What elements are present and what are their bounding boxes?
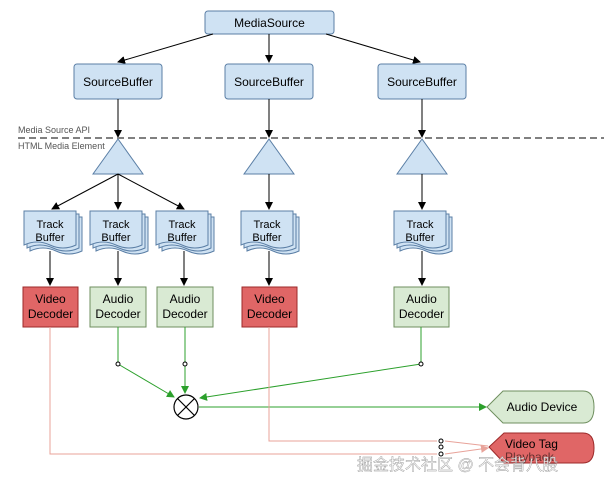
audio-switch-points — [115, 361, 424, 367]
decoder-2-line1: Audio — [103, 292, 134, 306]
track-buffer-2: Track Buffer — [89, 210, 149, 255]
source-buffer-2-label: SourceBuffer — [234, 75, 304, 89]
video-tag-node: Video Tag Playback — [488, 432, 595, 464]
track-buffer-3: Track Buffer — [155, 210, 215, 255]
decoder-4-line1: Video — [254, 292, 285, 306]
track-buffer-1-line1: Track — [36, 219, 64, 231]
decoder-4: Video Decoder — [241, 286, 298, 328]
track-buffer-5: Track Buffer — [393, 210, 453, 255]
source-buffer-1: SourceBuffer — [73, 63, 163, 100]
demux-triangle-2 — [243, 138, 295, 175]
decoder-2: Audio Decoder — [89, 286, 147, 328]
audio-mixer-icon — [173, 394, 199, 420]
source-buffer-3: SourceBuffer — [377, 63, 467, 100]
media-source-node: MediaSource — [204, 10, 335, 35]
video-tag-label: Video Tag — [505, 437, 558, 451]
source-buffer-2: SourceBuffer — [224, 63, 314, 100]
source-buffer-1-label: SourceBuffer — [83, 75, 153, 89]
track-buffer-4-line1: Track — [253, 219, 281, 231]
track-buffer-4: Track Buffer — [240, 210, 300, 255]
decoder-5-line1: Audio — [406, 292, 437, 306]
decoder-3-line2: Decoder — [162, 307, 207, 321]
decoder-3: Audio Decoder — [156, 286, 214, 328]
video-paths — [49, 327, 489, 455]
decoder-1: Video Decoder — [22, 286, 79, 328]
demux-triangle-3 — [396, 138, 448, 175]
track-buffer-1: Track Buffer — [23, 210, 83, 255]
decoder-1-line1: Video — [35, 292, 66, 306]
media-source-label: MediaSource — [234, 16, 305, 30]
track-buffer-5-line1: Track — [406, 219, 434, 231]
audio-device-label: Audio Device — [507, 400, 578, 414]
decoder-3-line1: Audio — [170, 292, 201, 306]
source-buffer-connectors — [114, 99, 426, 138]
media-source-connectors — [117, 33, 421, 64]
track-buffer-5-line2: Buffer — [405, 232, 434, 244]
track-buffer-3-line2: Buffer — [167, 232, 196, 244]
track-buffer-2-line1: Track — [102, 219, 130, 231]
track-buffer-4-line2: Buffer — [252, 232, 281, 244]
video-switch-points — [438, 438, 444, 457]
watermark-text: 掘金技术社区 @ 不会背八股 — [357, 456, 558, 474]
decoder-4-line2: Decoder — [247, 307, 292, 321]
track-buffer-1-line2: Buffer — [35, 232, 64, 244]
video-tag-label-line2: Playback — [505, 450, 555, 464]
api-label-top: Media Source API — [18, 125, 90, 135]
decoder-5: Audio Decoder — [393, 286, 450, 328]
track-buffer-3-line1: Track — [168, 219, 196, 231]
decoder-2-line2: Decoder — [95, 307, 140, 321]
source-buffer-3-label: SourceBuffer — [387, 75, 457, 89]
demux-connectors — [51, 173, 426, 210]
decoder-1-line2: Decoder — [28, 307, 73, 321]
audio-paths — [117, 327, 487, 411]
audio-device-node: Audio Device — [486, 390, 595, 424]
track-buffer-connectors — [46, 251, 426, 286]
decoder-5-line2: Decoder — [399, 307, 444, 321]
api-label-bottom: HTML Media Element — [18, 141, 105, 151]
track-buffer-2-line2: Buffer — [101, 232, 130, 244]
